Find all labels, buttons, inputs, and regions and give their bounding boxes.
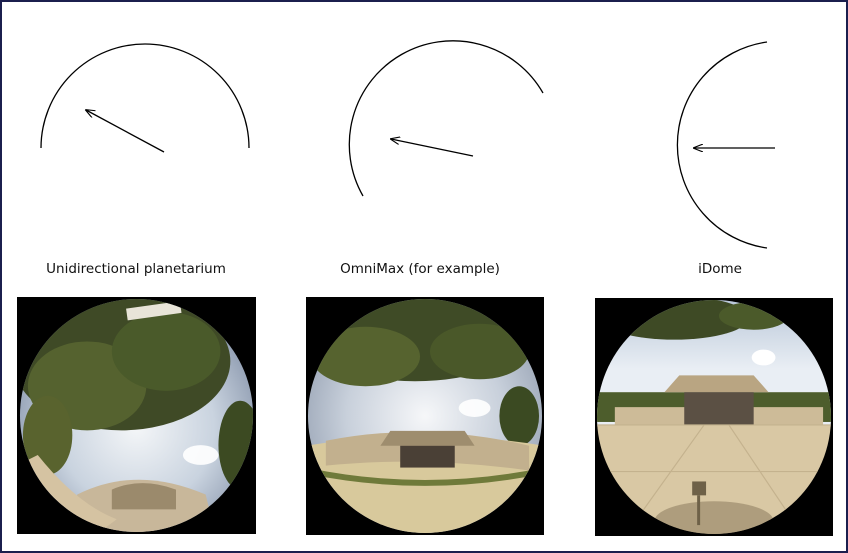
omnimax-label: OmniMax (for example) [340, 261, 500, 277]
planetarium-diagram [40, 43, 250, 153]
planetarium-dome-arc [40, 43, 250, 149]
dome-diagrams [40, 40, 775, 249]
omnimax-dome-arc [348, 40, 544, 197]
planetarium-label: Unidirectional planetarium [46, 261, 226, 277]
planetarium-fisheye-photo [17, 297, 256, 534]
omnimax-fisheye-photo [306, 297, 544, 535]
omnimax-diagram [348, 40, 544, 197]
idome-fisheye-photo [595, 298, 833, 536]
idome-dome-arc [676, 41, 768, 249]
omnimax-view-arrow [391, 139, 474, 157]
planetarium-view-arrow [86, 110, 165, 153]
idome-diagram [676, 41, 775, 249]
idome-label: iDome [698, 261, 742, 277]
